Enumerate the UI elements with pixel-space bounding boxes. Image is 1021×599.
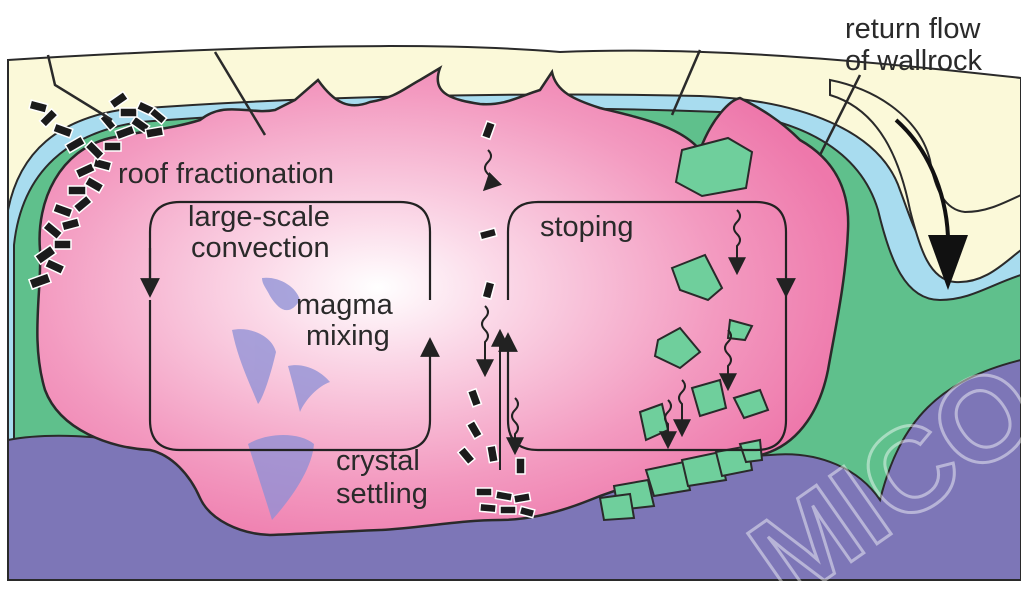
label-stoping: stoping bbox=[540, 211, 634, 243]
label-large-scale: large-scale bbox=[188, 201, 330, 233]
label-mixing: mixing bbox=[306, 320, 390, 352]
label-return-flow-1: return flow bbox=[845, 13, 981, 45]
label-roof-fractionation: roof fractionation bbox=[118, 158, 334, 190]
label-convection: convection bbox=[191, 232, 330, 264]
label-magma: magma bbox=[296, 289, 394, 321]
label-return-flow-2: of wallrock bbox=[845, 45, 982, 77]
label-crystal: crystal bbox=[336, 445, 420, 477]
label-settling: settling bbox=[336, 478, 428, 510]
